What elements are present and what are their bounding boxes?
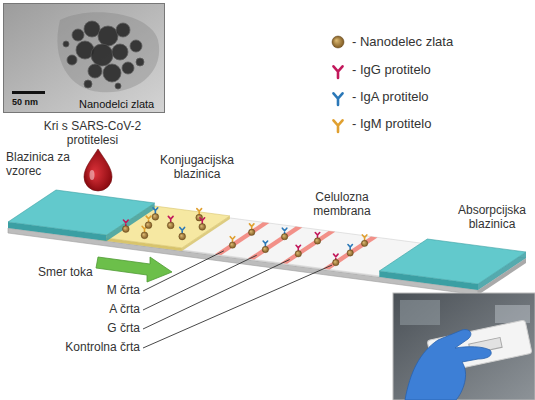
gold-nanoparticle bbox=[122, 226, 129, 233]
pad-label: Blazinica za vzorec bbox=[6, 150, 86, 178]
nanoparticle-image bbox=[122, 62, 134, 74]
line-label: G črta bbox=[50, 321, 140, 335]
nanoparticle-image bbox=[103, 64, 121, 82]
flow-label: Smer toka bbox=[38, 265, 96, 279]
leader-line bbox=[143, 260, 290, 329]
photo-blur bbox=[400, 300, 440, 325]
gold-nanoparticle bbox=[229, 242, 235, 248]
antibody-symbol bbox=[142, 226, 147, 232]
antibody-symbol bbox=[334, 254, 338, 260]
nanoparticle-image bbox=[98, 26, 118, 46]
legend-text: - Nanodelec zlata bbox=[352, 34, 453, 50]
pad-top bbox=[379, 239, 526, 284]
legend-symbol bbox=[332, 36, 344, 48]
gold-nanoparticle bbox=[167, 222, 174, 229]
antibody-symbol bbox=[168, 216, 173, 222]
antibody-symbol bbox=[315, 233, 319, 239]
pad-shape bbox=[8, 190, 155, 242]
antibody-symbol bbox=[200, 218, 205, 224]
legend-text: - IgM protitelo bbox=[352, 116, 431, 132]
line-label: A črta bbox=[50, 302, 140, 316]
gold-nanoparticle bbox=[361, 240, 367, 246]
scale-bar bbox=[12, 91, 45, 94]
nanoparticle-image bbox=[67, 55, 77, 65]
gold-nanoparticle bbox=[333, 259, 339, 265]
leader-line bbox=[143, 255, 257, 310]
gold-nanoparticle bbox=[281, 233, 287, 239]
nanoparticle-image bbox=[88, 64, 102, 78]
carbon-film bbox=[57, 12, 159, 92]
pad-shape bbox=[379, 238, 526, 290]
legend-symbol bbox=[333, 66, 342, 78]
nanoparticle-image bbox=[115, 83, 121, 89]
nanoparticle-image bbox=[136, 58, 144, 66]
pad-label: Absorpcijska blazinica bbox=[452, 203, 532, 231]
nanoparticle-image bbox=[63, 41, 69, 47]
gold-nanoparticle bbox=[248, 229, 254, 235]
nanoparticle-image bbox=[112, 44, 128, 60]
antibody-symbol bbox=[282, 228, 286, 234]
nanoparticle-image bbox=[84, 21, 100, 37]
sample-label: Kri s SARS-CoV-2 protitelesi bbox=[35, 119, 150, 147]
gold-nanoparticle bbox=[199, 223, 206, 230]
antibody-symbol bbox=[249, 224, 253, 230]
nanoparticle-image bbox=[72, 29, 84, 41]
gold-nanoparticle bbox=[141, 232, 148, 239]
test-line bbox=[281, 231, 336, 264]
gold-nanoparticle bbox=[347, 250, 353, 256]
nanoparticle-image bbox=[130, 40, 142, 52]
strip-pad: Absorpcijska blazinica bbox=[379, 238, 526, 290]
test-line bbox=[323, 237, 378, 270]
gold-nanoparticle bbox=[152, 213, 159, 220]
gloved-hand bbox=[405, 330, 491, 400]
drop-highlight bbox=[90, 170, 95, 180]
antibody-symbol bbox=[230, 237, 234, 243]
gold-nanoparticle bbox=[295, 251, 301, 257]
antibody-symbol bbox=[296, 245, 300, 251]
gold-nanoparticle bbox=[145, 222, 152, 229]
line-label: Kontrolna črta bbox=[50, 340, 140, 354]
nanoparticle-image bbox=[116, 23, 130, 37]
gold-nanoparticle bbox=[262, 246, 268, 252]
nanoparticle-image bbox=[84, 80, 92, 88]
legend-symbol bbox=[333, 93, 342, 105]
flow-arrow bbox=[96, 257, 172, 282]
leader-line bbox=[143, 251, 224, 291]
pad-label: Konjugacijska blazinica bbox=[148, 153, 246, 181]
legend-text: - IgG protitelo bbox=[352, 62, 431, 78]
legend-text: - IgA protitelo bbox=[352, 89, 429, 105]
micrograph-panel: 50 nm Nanodelci zlata bbox=[3, 3, 165, 113]
antibody-symbol bbox=[123, 220, 128, 226]
strip-pad: Blazinica za vzorec bbox=[8, 190, 155, 242]
line-label: M črta bbox=[50, 283, 140, 297]
test-line bbox=[215, 222, 270, 255]
photo-inset bbox=[393, 293, 535, 400]
leader-line bbox=[143, 265, 332, 348]
antibody-symbol bbox=[146, 216, 151, 222]
photo-blur bbox=[495, 305, 530, 323]
antibody-symbol bbox=[348, 245, 352, 251]
legend-symbol bbox=[333, 120, 342, 132]
scale-label: 50 nm bbox=[12, 97, 54, 108]
antibody-symbol bbox=[197, 209, 202, 215]
antibody-symbol bbox=[153, 208, 158, 214]
test-line bbox=[248, 227, 303, 260]
panel-caption: Nanodelci zlata bbox=[79, 98, 165, 111]
blood-drop bbox=[84, 149, 112, 191]
gold-nanoparticle bbox=[179, 233, 186, 240]
gold-nanoparticle bbox=[314, 238, 320, 244]
tem-image bbox=[3, 3, 165, 113]
nanoparticle-image bbox=[91, 44, 113, 66]
antibody-symbol bbox=[263, 241, 267, 247]
pad-label: Celulozna membrana bbox=[298, 190, 386, 218]
antibody-symbol bbox=[180, 227, 185, 233]
antibody-symbol bbox=[362, 235, 366, 241]
gold-nanoparticle bbox=[196, 214, 203, 221]
